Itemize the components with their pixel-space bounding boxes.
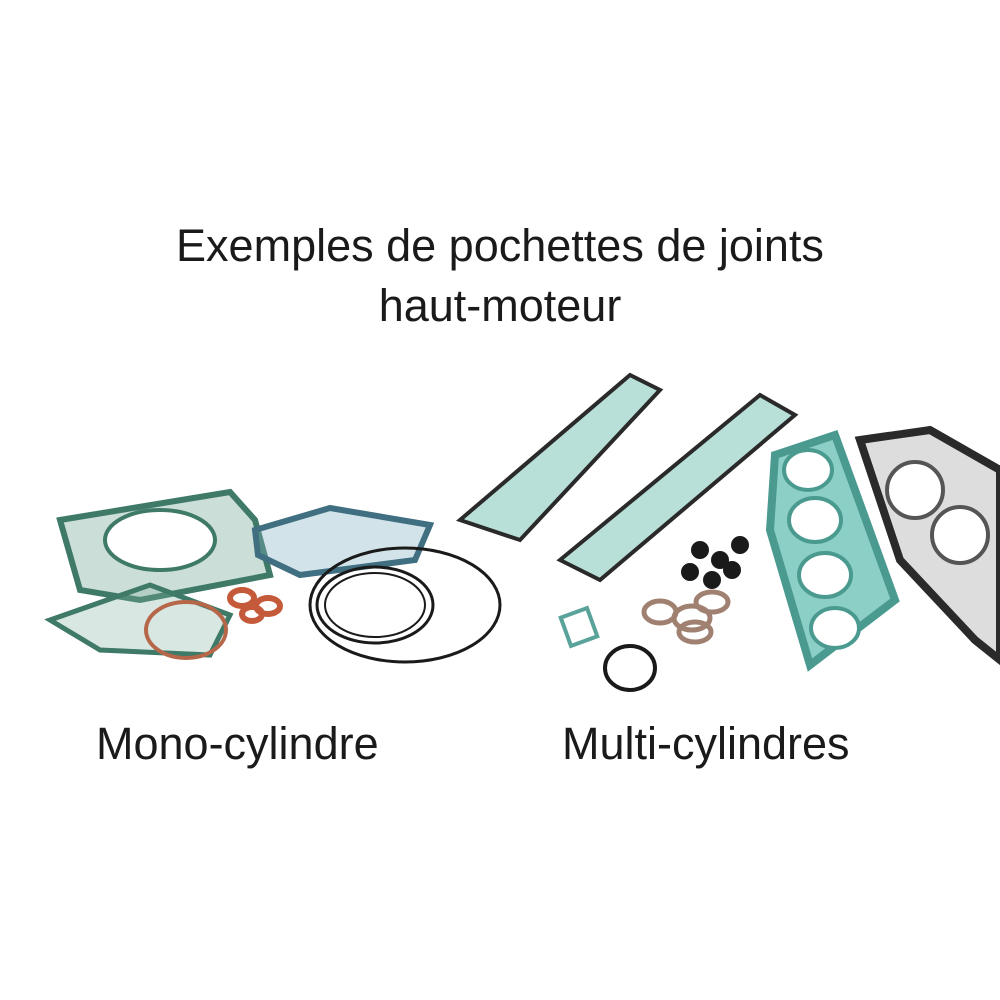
multi-cylinder-gasket-kit xyxy=(456,372,1000,692)
heading-line-2: haut-moteur xyxy=(378,280,622,331)
multi-cylinder-label: Multi-cylindres xyxy=(562,718,850,769)
heading-line-1: Exemples de pochettes de joints xyxy=(176,220,824,271)
mono-cylinder-gasket-kit xyxy=(44,488,502,664)
mono-cylinder-label: Mono-cylindre xyxy=(96,718,379,769)
